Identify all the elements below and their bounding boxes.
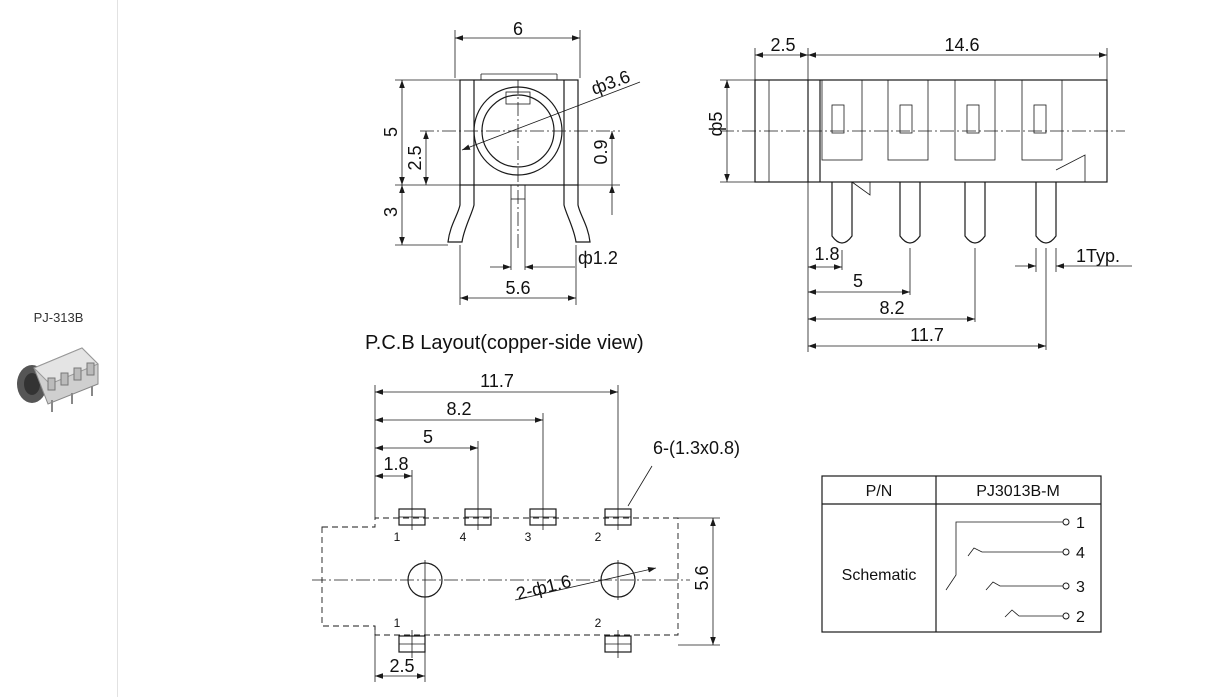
pad-label-top-4: 4 bbox=[460, 530, 467, 544]
dim-side-pin1: 1.8 bbox=[814, 244, 839, 264]
pcb-layout-title: P.C.B Layout(copper-side view) bbox=[365, 332, 644, 354]
dim-side-pin2: 5 bbox=[853, 271, 863, 291]
pcb-hole-spec: 2-ф1.6 bbox=[514, 571, 573, 604]
pcb-dim-11-7: 11.7 bbox=[480, 371, 514, 391]
schematic-pin-2: 2 bbox=[1076, 609, 1085, 626]
dim-side-length: 14.6 bbox=[944, 35, 979, 55]
dim-front-width: 6 bbox=[513, 19, 523, 39]
technical-drawing: 6 ф3.6 5 2.5 3 0.9 ф1.2 5.6 bbox=[312, 19, 1132, 682]
pad-label-top-2: 2 bbox=[595, 530, 602, 544]
dim-leg-length: 3 bbox=[381, 207, 401, 217]
pcb-dim-1-8: 1.8 bbox=[383, 454, 408, 474]
side-view: 2.5 14.6 ф5 1.8 5 8.2 11.7 1Typ. bbox=[706, 35, 1132, 352]
pcb-dim-bottom: 2.5 bbox=[389, 656, 414, 676]
dim-side-pin3: 8.2 bbox=[879, 298, 904, 318]
pcb-dim-5: 5 bbox=[423, 427, 433, 447]
pcb-dim-height: 5.6 bbox=[692, 565, 712, 590]
pad-label-bottom-2: 2 bbox=[595, 616, 602, 630]
dim-front-height: 5 bbox=[381, 127, 401, 137]
schematic-symbol bbox=[945, 518, 1070, 620]
dim-body-diameter: ф3.6 bbox=[589, 66, 633, 98]
spec-table: P/N PJ3013B-M Schematic 1 4 3 2 bbox=[821, 475, 1102, 633]
product-thumbnail[interactable] bbox=[12, 338, 104, 418]
dim-side-diameter: ф5 bbox=[706, 112, 726, 137]
pcb-layout: P.C.B Layout(copper-side view) bbox=[312, 332, 740, 682]
dim-side-pin4: 11.7 bbox=[910, 325, 944, 345]
part-label[interactable]: PJ-313B bbox=[33, 310, 84, 325]
schematic-pin-1: 1 bbox=[1076, 515, 1085, 532]
dim-pin-diameter: ф1.2 bbox=[578, 248, 618, 268]
pcb-pad-spec: 6-(1.3x0.8) bbox=[653, 438, 740, 458]
pcb-dim-8-2: 8.2 bbox=[446, 399, 471, 419]
schematic-pin-3: 3 bbox=[1076, 579, 1085, 596]
pad-label-top-3: 3 bbox=[525, 530, 532, 544]
table-header-pn: P/N bbox=[866, 483, 893, 500]
dim-offset: 0.9 bbox=[591, 139, 611, 164]
dim-pin-thickness: 1Typ. bbox=[1076, 246, 1120, 266]
dim-leg-spacing: 5.6 bbox=[505, 278, 530, 298]
table-row-schematic: Schematic bbox=[842, 567, 917, 584]
dim-center-height: 2.5 bbox=[405, 145, 425, 170]
pad-label-top-1: 1 bbox=[394, 530, 401, 544]
table-header-part: PJ3013B-M bbox=[976, 483, 1060, 500]
schematic-pin-4: 4 bbox=[1076, 545, 1085, 562]
front-view: 6 ф3.6 5 2.5 3 0.9 ф1.2 5.6 bbox=[381, 19, 641, 305]
pad-label-bottom-1: 1 bbox=[394, 616, 401, 630]
sidebar: PJ-313B bbox=[0, 0, 118, 697]
dim-side-front: 2.5 bbox=[770, 35, 795, 55]
